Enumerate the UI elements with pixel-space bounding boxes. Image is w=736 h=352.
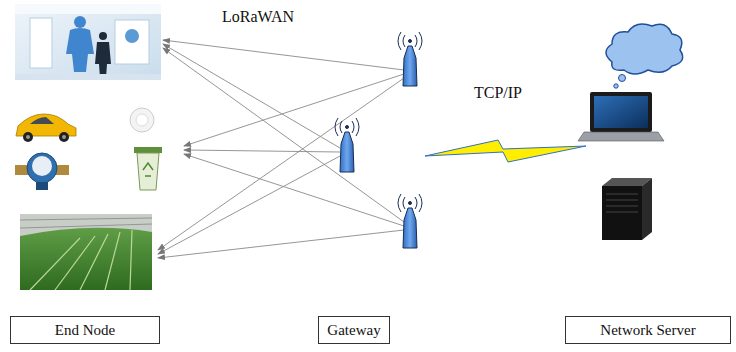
gateway-antenna: [335, 32, 422, 248]
link-label: TCP/IP: [472, 84, 524, 102]
car-icon: [16, 114, 76, 142]
medical-display-image: [15, 4, 161, 80]
label-box: End Node: [10, 316, 160, 344]
label-box: Network Server: [565, 316, 731, 344]
box-label: Gateway: [327, 322, 380, 339]
radio-links: [158, 40, 404, 258]
box-label: End Node: [55, 322, 115, 339]
link-label: LoRaWAN: [220, 8, 296, 26]
recycle-bin-icon: [134, 147, 162, 190]
greenhouse-image: [20, 214, 152, 290]
label-box: Gateway: [318, 316, 390, 344]
lightning-bolt: [425, 140, 586, 162]
box-label: Network Server: [600, 322, 695, 339]
cloud-icon: [606, 24, 683, 88]
smoke-detector-icon: [130, 108, 154, 132]
water-meter-icon: [15, 153, 69, 190]
laptop-icon: [578, 92, 664, 141]
server-icon: [602, 178, 652, 240]
